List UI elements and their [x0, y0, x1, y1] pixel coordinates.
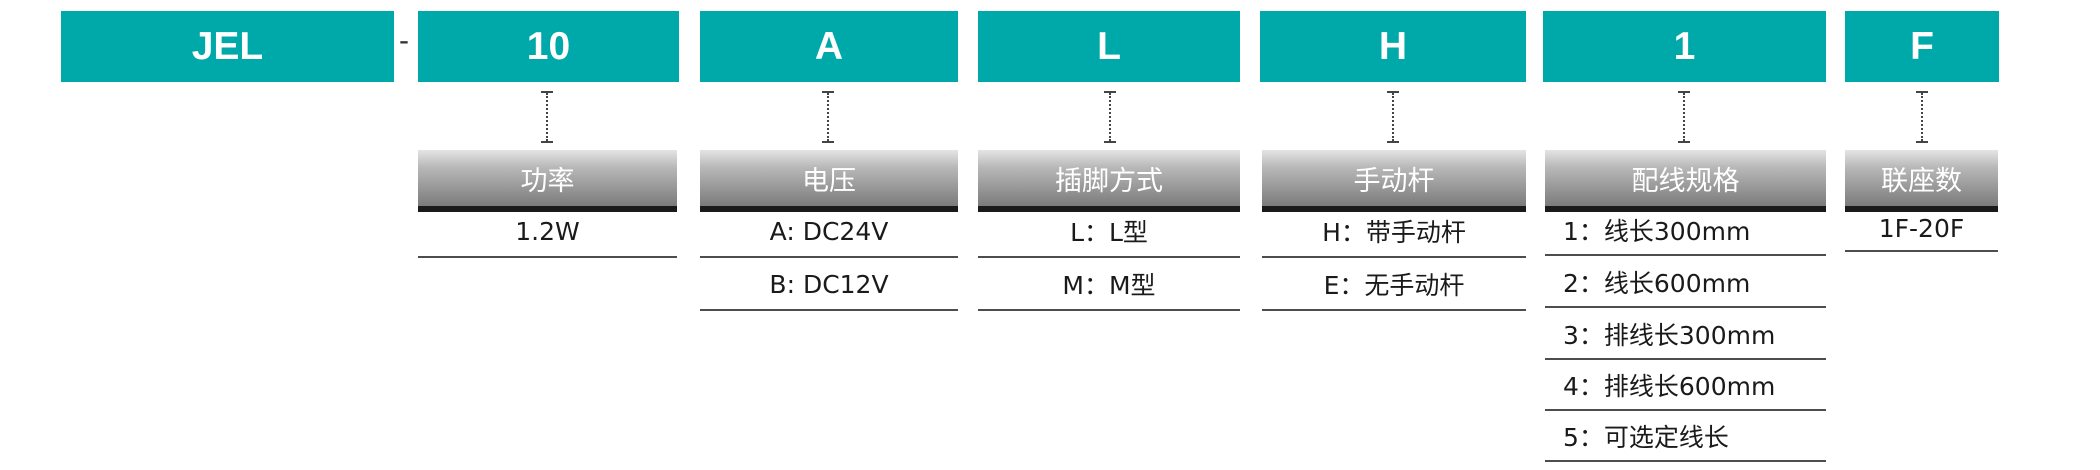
- connector-voltage: [822, 91, 834, 143]
- code-gang: F: [1845, 11, 1999, 82]
- option-wiring: 3：排线长300mm: [1545, 310, 1826, 360]
- code-series: JEL: [61, 11, 394, 82]
- code-wiring: 1: [1543, 11, 1826, 82]
- code-lever: H: [1260, 11, 1526, 82]
- connector-plug: [1104, 91, 1116, 143]
- connector-wiring: [1678, 91, 1690, 143]
- header-plug: 插脚方式: [978, 150, 1240, 212]
- header-lever: 手动杆: [1262, 150, 1526, 212]
- code-power: 10: [418, 11, 679, 82]
- connector-gang: [1916, 91, 1928, 143]
- header-voltage: 电压: [700, 150, 958, 212]
- code-voltage: A: [700, 11, 958, 82]
- option-wiring: 2：线长600mm: [1545, 258, 1826, 308]
- option-plug: M：M型: [978, 259, 1240, 311]
- option-voltage: B: DC12V: [700, 259, 958, 311]
- header-power: 功率: [418, 150, 677, 212]
- option-wiring: 5：可选定线长: [1545, 412, 1826, 462]
- option-lever: H：带手动杆: [1262, 206, 1526, 258]
- option-lever: E：无手动杆: [1262, 259, 1526, 311]
- option-power: 1.2W: [418, 206, 677, 258]
- option-gang: 1F-20F: [1845, 206, 1998, 252]
- header-gang: 联座数: [1845, 150, 1998, 212]
- option-wiring: 4：排线长600mm: [1545, 361, 1826, 411]
- code-separator: -: [399, 24, 409, 57]
- code-plug: L: [978, 11, 1240, 82]
- option-plug: L：L型: [978, 206, 1240, 258]
- header-wiring: 配线规格: [1545, 150, 1826, 212]
- option-voltage: A: DC24V: [700, 206, 958, 258]
- connector-lever: [1387, 91, 1399, 143]
- connector-power: [541, 91, 553, 143]
- option-wiring: 1：线长300mm: [1545, 206, 1826, 256]
